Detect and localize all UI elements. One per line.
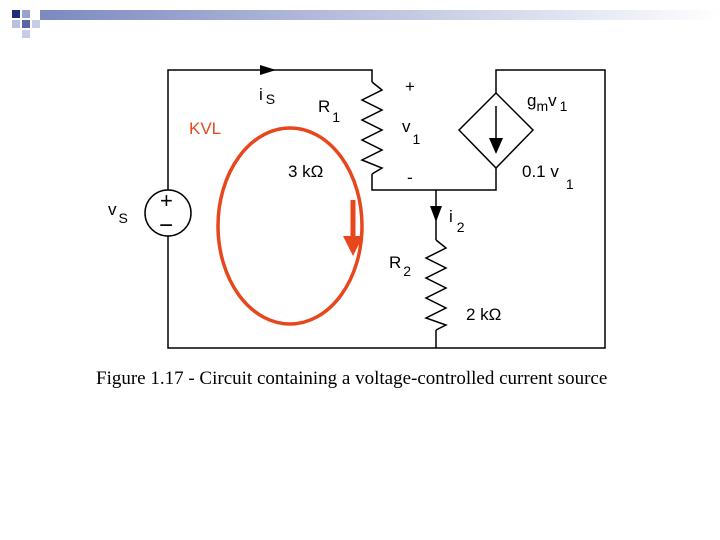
- header-square-light-2: [12, 20, 20, 28]
- kvl-label: KVL: [189, 119, 221, 138]
- header-square-mid: [22, 20, 30, 28]
- header-square-dark: [12, 10, 20, 18]
- i2-label: i2: [449, 207, 465, 235]
- v1-plus: +: [405, 77, 415, 96]
- vs-minus: −: [159, 212, 173, 239]
- resistor-r1: [360, 81, 384, 175]
- wire-r1-bottom: [371, 168, 497, 191]
- voltage-source-vs: [144, 189, 192, 237]
- header-gradient-bar: [40, 10, 720, 20]
- r2-value: 2 kΩ: [466, 305, 501, 324]
- wire-source-top: [167, 69, 606, 349]
- source-value-label: 0.1 v1: [522, 162, 574, 192]
- kvl-arrow-head-icon: [343, 236, 363, 256]
- i2-current-arrow-icon: [430, 206, 442, 222]
- v1-label: v1: [402, 117, 421, 147]
- vs-plus: +: [160, 188, 173, 213]
- resistor-r2: [424, 239, 448, 331]
- header-square-light-1: [22, 10, 30, 18]
- kvl-loop: [216, 126, 364, 326]
- header-square-light-4: [22, 30, 30, 38]
- r1-value: 3 kΩ: [288, 162, 323, 181]
- source-arrow-head: [489, 138, 503, 154]
- is-current-arrow-icon: [260, 65, 276, 75]
- figure-caption: Figure 1.17 - Circuit containing a volta…: [96, 368, 608, 389]
- header-square-light-3: [32, 20, 40, 28]
- v1-minus: -: [407, 168, 413, 187]
- wires: [167, 69, 606, 349]
- r1-label: R1: [318, 97, 340, 125]
- slide-header-decoration: [12, 10, 720, 38]
